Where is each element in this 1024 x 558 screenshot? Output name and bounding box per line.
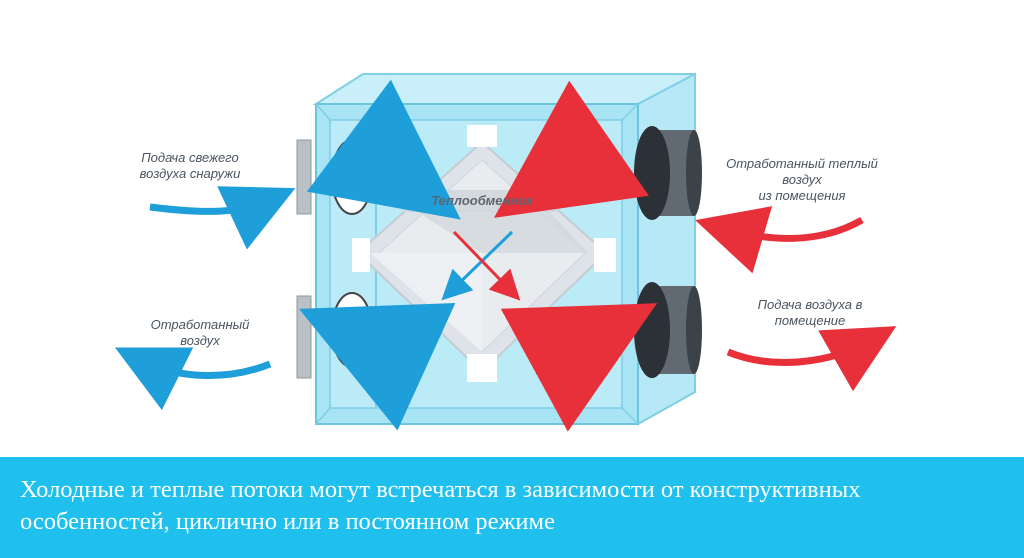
exhaust-air-out-arrow: [114, 347, 272, 411]
right-port-bottom: [634, 282, 702, 378]
caption-text: Холодные и теплые потоки могут встречать…: [20, 476, 861, 535]
internal-supply-arrow: [500, 303, 658, 432]
label-heat-exchanger: Теплообменник: [431, 193, 533, 208]
internal-warm-in-arrow: [493, 80, 649, 218]
right-port-top: [634, 126, 702, 220]
ventilation-unit-diagram: [114, 72, 897, 432]
caption-bar: Холодные и теплые потоки могут встречать…: [0, 457, 1024, 558]
warm-exhaust-in-arrow: [695, 206, 864, 274]
fresh-air-in-arrow: [149, 186, 296, 250]
internal-fresh-arrow: [306, 79, 461, 220]
internal-exhaust-out-arrow: [299, 303, 456, 431]
cross-arrow-red: [452, 230, 521, 301]
supply-to-room-arrow: [726, 326, 897, 392]
